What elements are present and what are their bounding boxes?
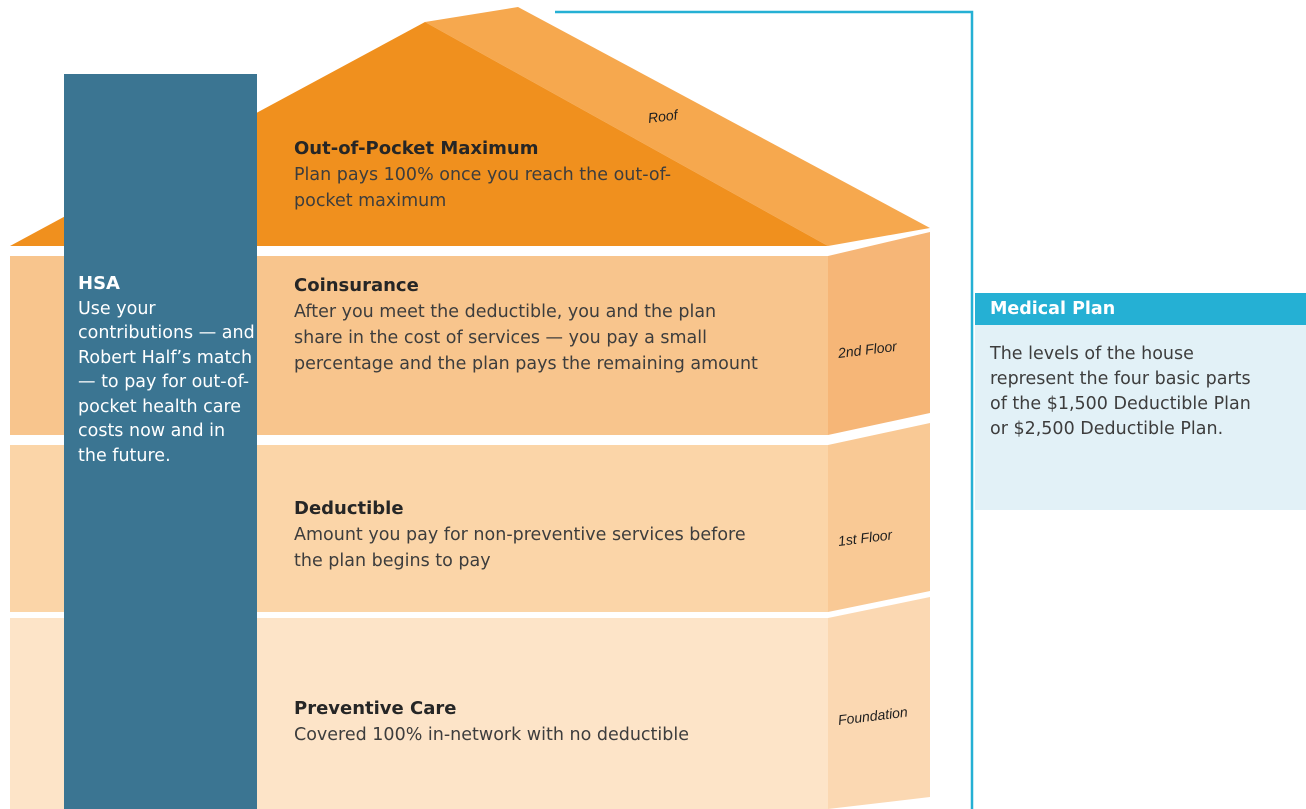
second-floor-description: After you meet the deductible, you and t… xyxy=(294,302,758,374)
roof-text: Out-of-Pocket Maximum Plan pays 100% onc… xyxy=(294,136,774,214)
medical-plan-title: Medical Plan xyxy=(975,293,1306,325)
hsa-pillar xyxy=(64,74,257,809)
first-floor-description: Amount you pay for non-preventive servic… xyxy=(294,525,746,571)
medical-plan-description-box: The levels of the house represent the fo… xyxy=(975,325,1306,510)
hsa-description: Use your contributions — and Robert Half… xyxy=(78,298,255,466)
foundation-description: Covered 100% in-network with no deductib… xyxy=(294,725,689,745)
bracket-line xyxy=(555,10,974,809)
first-floor-side xyxy=(828,423,930,612)
hsa-title: HSA xyxy=(78,273,120,294)
first-floor-title: Deductible xyxy=(294,498,404,519)
second-floor-side xyxy=(828,232,930,435)
first-floor-text: Deductible Amount you pay for non-preven… xyxy=(294,496,779,574)
roof-description: Plan pays 100% once you reach the out-of… xyxy=(294,165,672,211)
second-floor-text: Coinsurance After you meet the deductibl… xyxy=(294,273,779,377)
foundation-title: Preventive Care xyxy=(294,698,457,719)
foundation-side xyxy=(828,597,930,809)
foundation-text: Preventive Care Covered 100% in-network … xyxy=(294,696,794,748)
hsa-text: HSA Use your contributions — and Robert … xyxy=(78,272,260,468)
roof-title: Out-of-Pocket Maximum xyxy=(294,138,539,159)
medical-plan-box: Medical Plan The levels of the house rep… xyxy=(975,293,1306,510)
roof-side xyxy=(425,7,930,246)
medical-plan-description: The levels of the house represent the fo… xyxy=(990,344,1251,439)
second-floor-title: Coinsurance xyxy=(294,275,419,296)
